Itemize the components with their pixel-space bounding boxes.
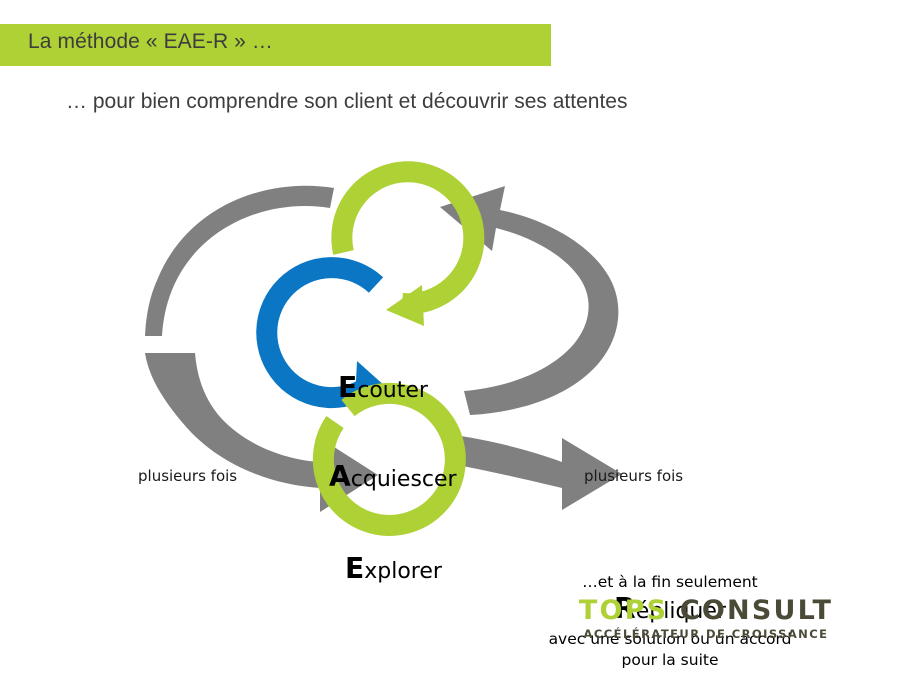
note-right-plusieurs-fois: plusieurs fois (584, 467, 684, 485)
step-initial-e1: E (338, 371, 358, 404)
repliquer-detail-line2: pour la suite (621, 651, 719, 669)
logo-tagline: ACCÉLÉRATEUR DE CROISSANCE (583, 627, 829, 641)
company-logo: TOPS CONSULT ACCÉLÉRATEUR DE CROISSANCE (566, 596, 846, 642)
repliquer-intro: …et à la fin seulement (582, 573, 758, 591)
repliquer-title: Répliquer (500, 594, 840, 627)
diagram-svg (145, 161, 622, 536)
logo-word-tops: TOPS (578, 595, 669, 626)
explorer-ring (312, 382, 466, 536)
step-rest-repliquer: épliquer (635, 599, 726, 624)
title-banner (0, 24, 551, 66)
gray-arrow-to-repliquer (446, 434, 622, 510)
gray-arrow-left-upper (145, 185, 334, 336)
step-label-ecouter: Ecouter (338, 371, 428, 404)
step-rest-acquiescer: cquiescer (350, 467, 457, 492)
gray-arrow-right (440, 186, 619, 415)
note-left-plusieurs-fois: plusieurs fois (138, 467, 238, 485)
step-initial-r: R (614, 592, 636, 625)
repliquer-detail-line1: avec une solution ou un accord (548, 630, 792, 648)
step-label-acquiescer: Acquiescer (329, 460, 457, 493)
eaer-cycle-diagram: Ecouter Acquiescer Explorer plusieurs fo… (0, 150, 900, 669)
step-initial-e2: E (345, 552, 365, 585)
logo-word-consult: CONSULT (679, 595, 834, 626)
page-subtitle: … pour bien comprendre son client et déc… (66, 90, 628, 113)
step-initial-a: A (329, 460, 351, 493)
page-title: La méthode « EAE-R » … (28, 30, 273, 53)
repliquer-block: …et à la fin seulement Répliquer avec un… (500, 571, 840, 671)
step-rest-explorer: xplorer (364, 559, 442, 584)
step-label-explorer: Explorer (345, 552, 442, 585)
step-rest-ecouter: couter (357, 378, 428, 403)
ecouter-circular-arrow (331, 161, 485, 326)
logo-wordmark: TOPS CONSULT (566, 596, 846, 626)
